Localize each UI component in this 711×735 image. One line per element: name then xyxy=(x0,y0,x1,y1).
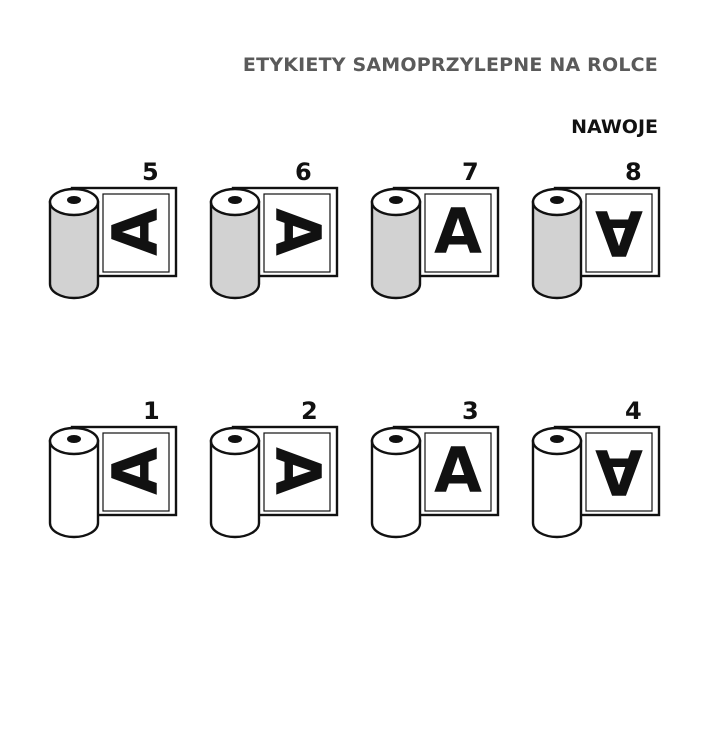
roll-number: 6 xyxy=(295,158,312,186)
letter-glyph: A xyxy=(260,447,334,495)
roll-number: 3 xyxy=(462,397,479,425)
core-hole-icon xyxy=(550,196,564,204)
letter-glyph: A xyxy=(98,447,172,495)
roll-body xyxy=(370,439,422,539)
core-hole-icon xyxy=(67,435,81,443)
roll-number: 5 xyxy=(142,158,159,186)
roll-number: 8 xyxy=(625,158,642,186)
label-letter: A xyxy=(586,192,652,272)
label-letter: A xyxy=(586,431,652,511)
label-box xyxy=(263,193,331,273)
label-box xyxy=(102,432,170,512)
roll-body xyxy=(370,200,422,300)
label-letter: A xyxy=(98,431,172,511)
label-box xyxy=(263,432,331,512)
core-hole-icon xyxy=(228,435,242,443)
core-hole-icon xyxy=(228,196,242,204)
label-box xyxy=(585,432,653,512)
label-letter: A xyxy=(425,431,491,511)
roll-body xyxy=(531,200,583,300)
roll-number: 7 xyxy=(462,158,479,186)
roll-drawing xyxy=(531,186,661,300)
label-letter: A xyxy=(260,431,334,511)
core-hole-icon xyxy=(550,435,564,443)
roll-number: 2 xyxy=(301,397,318,425)
roll-drawing xyxy=(209,425,339,539)
core-hole-icon xyxy=(389,196,403,204)
letter-glyph: A xyxy=(260,208,334,256)
page-title: ETYKIETY SAMOPRZYLEPNE NA ROLCE xyxy=(242,54,658,76)
label-letter: A xyxy=(425,192,491,272)
label-box xyxy=(102,193,170,273)
roll-drawing xyxy=(370,186,500,300)
letter-glyph: A xyxy=(595,435,643,508)
roll-body xyxy=(209,439,261,539)
core-hole-icon xyxy=(67,196,81,204)
roll-number: 4 xyxy=(625,397,642,425)
label-letter: A xyxy=(260,192,334,272)
label-box xyxy=(424,432,492,512)
label-box xyxy=(424,193,492,273)
roll-drawing xyxy=(209,186,339,300)
roll-body xyxy=(48,439,100,539)
roll-drawing xyxy=(531,425,661,539)
roll-drawing xyxy=(370,425,500,539)
roll-body xyxy=(48,200,100,300)
letter-glyph: A xyxy=(434,195,482,268)
roll-drawing xyxy=(48,186,178,300)
letter-glyph: A xyxy=(434,434,482,507)
roll-body xyxy=(531,439,583,539)
core-hole-icon xyxy=(389,435,403,443)
letter-glyph: A xyxy=(595,196,643,269)
label-letter: A xyxy=(98,192,172,272)
letter-glyph: A xyxy=(98,208,172,256)
roll-body xyxy=(209,200,261,300)
section-subtitle: NAWOJE xyxy=(571,116,658,138)
label-box xyxy=(585,193,653,273)
roll-drawing xyxy=(48,425,178,539)
roll-number: 1 xyxy=(143,397,160,425)
